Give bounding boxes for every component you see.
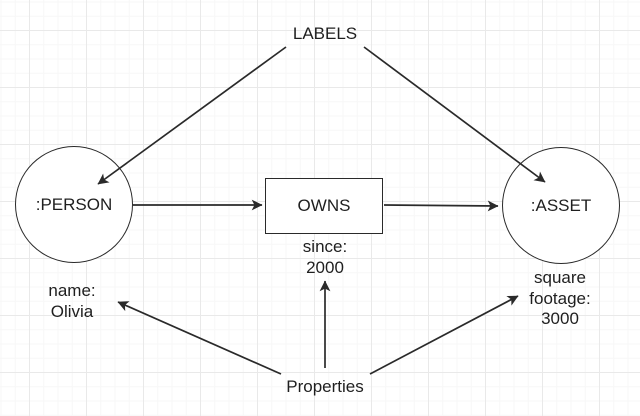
person-property-text: name: Olivia <box>48 281 96 321</box>
properties-annotation: Properties <box>286 377 364 396</box>
arrow-owns-to-asset <box>383 200 499 212</box>
arrow-labels-to-asset <box>363 46 546 183</box>
person-node: :PERSON <box>15 146 133 263</box>
asset-property-text: square footage: 3000 <box>529 268 591 329</box>
arrow-properties-to-footage <box>369 295 519 375</box>
relationship-property-text: since: 2000 <box>302 237 348 277</box>
asset-node-label: :ASSET <box>530 195 592 215</box>
arrow-properties-to-name <box>117 301 282 375</box>
owns-relationship-box: OWNS <box>265 178 383 234</box>
arrow-labels-to-person <box>97 46 287 185</box>
owns-relationship-label: OWNS <box>297 196 351 215</box>
labels-annotation: LABELS <box>292 24 358 43</box>
asset-node: :ASSET <box>502 147 620 264</box>
person-node-label: :PERSON <box>35 194 113 214</box>
